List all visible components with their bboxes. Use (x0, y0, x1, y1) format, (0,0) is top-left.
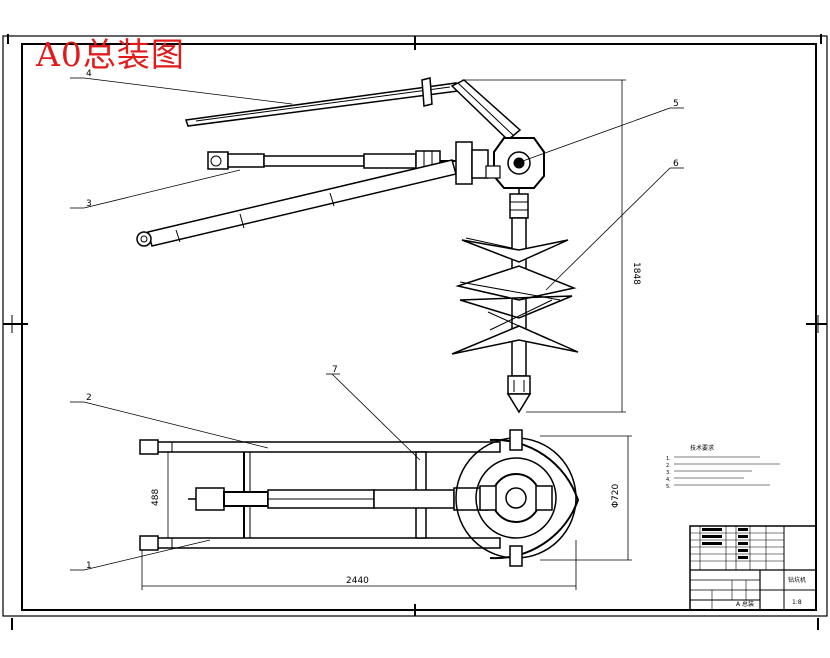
drawing-title: A0总装图 (36, 35, 185, 74)
notes-heading: 技术要求 (690, 444, 714, 452)
height-dimension (462, 79, 626, 413)
dim-width: 488 (151, 489, 161, 506)
title-block (689, 525, 817, 611)
front-view (136, 77, 626, 414)
dim-length: 2440 (346, 576, 369, 586)
dim-diameter: Φ720 (611, 483, 621, 508)
note-line: 1. (666, 456, 671, 462)
upper-arm (185, 77, 522, 142)
gearbox-head (455, 137, 545, 196)
title-block-text: 钻坑机 A 总装 1:8 (736, 576, 806, 608)
balloon-3: 3 (86, 199, 92, 209)
balloon-5: 5 (673, 99, 679, 109)
balloon-2: 2 (86, 393, 92, 403)
note-line: 4. (666, 477, 671, 483)
dim-height: 1848 (631, 262, 641, 285)
technical-notes: 技术要求 1. 2. 3. 4. 5. (666, 444, 780, 490)
balloon-1: 1 (86, 561, 92, 571)
balloon-labels: 4 3 5 6 2 7 1 (86, 69, 679, 571)
balloon-7: 7 (332, 365, 338, 375)
balloon-4: 4 (86, 69, 92, 79)
note-line: 2. (666, 463, 671, 469)
auger (451, 193, 579, 414)
note-line: 3. (666, 470, 671, 476)
note-line: 5. (666, 484, 671, 490)
title-block-name: 钻坑机 (788, 576, 806, 584)
title-block-sheet: A 总装 (736, 600, 754, 608)
title-block-scale: 1:8 (792, 599, 802, 606)
lower-arm (136, 159, 457, 247)
balloon-6: 6 (673, 159, 679, 169)
leaders (70, 77, 684, 571)
sheet-frame (2, 34, 828, 630)
dimension-labels: 2440 1848 488 Φ720 (151, 262, 641, 586)
top-view (139, 429, 632, 590)
